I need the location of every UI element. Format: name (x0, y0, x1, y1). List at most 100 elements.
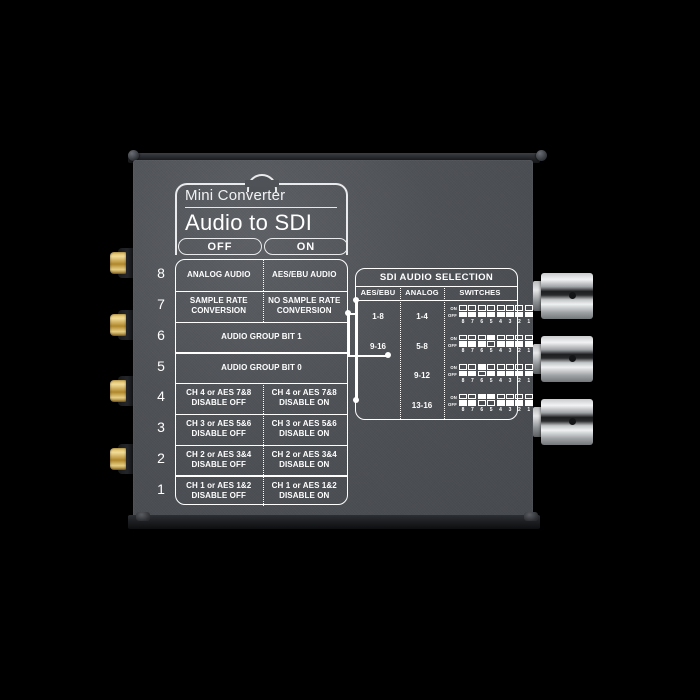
dip-switch-3-row-1[interactable]: 3 (505, 334, 514, 356)
dip-switch-2-row-0[interactable]: 2 (515, 305, 524, 326)
switch-row-2-divider (262, 444, 264, 476)
dip-seg-on (468, 393, 477, 400)
dip-switch-7-row-2[interactable]: 7 (468, 364, 477, 385)
switch-number-8: 8 (157, 265, 165, 282)
dip-switch-1-row-2[interactable]: 1 (524, 364, 533, 385)
dip-seg-off (515, 370, 524, 377)
dip-switch-5-row-2[interactable]: 5 (487, 364, 496, 385)
dip-switch-7-row-3[interactable]: 7 (468, 393, 477, 415)
dip-switch-number: 3 (508, 318, 512, 325)
switch-row-separator (176, 321, 347, 323)
dip-switch-2-row-3[interactable]: 2 (515, 393, 524, 415)
dip-switch-2-row-1[interactable]: 2 (515, 334, 524, 356)
dip-seg-off (459, 400, 467, 406)
dip-switch-7-row-0[interactable]: 7 (468, 305, 477, 326)
dip-seg-off (524, 370, 533, 377)
dip-seg-off (477, 400, 486, 406)
dip-seg-off (496, 311, 505, 318)
dip-switch-number: 5 (489, 407, 493, 414)
switch-row-8-off-label: ANALOG AUDIO (186, 270, 251, 280)
dip-switch-6-row-2[interactable]: 6 (477, 364, 486, 385)
dip-switch-number: 1 (527, 377, 531, 384)
sdi-col-header-analog: ANALOG (405, 288, 439, 297)
switch-row-8-divider (262, 260, 264, 291)
switch-number-6: 6 (157, 326, 165, 343)
switch-row-6: AUDIO GROUP BIT 1 (176, 322, 347, 353)
bnc-connector-3[interactable] (533, 399, 593, 445)
switch-row-5: AUDIO GROUP BIT 0 (176, 352, 347, 383)
dip-switch-1-row-1[interactable]: 1 (524, 334, 533, 356)
dip-seg-off (477, 311, 486, 318)
sdi-table-title: SDI AUDIO SELECTION (379, 272, 494, 283)
trace-sw5-h (348, 355, 388, 357)
dip-seg-off (505, 370, 514, 377)
brand-divider (185, 207, 337, 208)
dip-switch-number: 2 (517, 407, 521, 414)
dip-switch-3-row-2[interactable]: 3 (505, 364, 514, 385)
dip-switch-number: 8 (461, 318, 465, 325)
dip-seg-on (524, 364, 533, 370)
bottom-left-foot (136, 512, 150, 521)
dip-switch-5-row-0[interactable]: 5 (487, 305, 496, 326)
dip-seg-on (468, 305, 477, 311)
dip-switch-3-row-3[interactable]: 3 (505, 393, 514, 415)
dip-switch-5-row-1[interactable]: 5 (487, 334, 496, 356)
dip-seg-off (468, 311, 477, 318)
dip-switch-6-row-3[interactable]: 6 (477, 393, 486, 415)
switch-row-7-divider (262, 290, 264, 322)
dip-switch-8-row-1[interactable]: 8 (459, 334, 467, 356)
dip-switch-5-row-3[interactable]: 5 (487, 393, 496, 415)
dip-switch-6-row-0[interactable]: 6 (477, 305, 486, 326)
sdi-analog-value-3: 13-16 (411, 400, 433, 410)
dip-seg-on (515, 364, 524, 370)
dip-switch-3-row-0[interactable]: 3 (505, 305, 514, 326)
dip-switch-6-row-1[interactable]: 6 (477, 334, 486, 356)
sdi-aes-ebu-value-0: 1-8 (372, 312, 384, 321)
sdi-analog-value-0: 1-4 (416, 312, 428, 321)
dip-switch-4-row-2[interactable]: 4 (496, 364, 505, 385)
bnc-connector-1[interactable] (533, 273, 593, 319)
dip-switch-number: 1 (527, 318, 531, 325)
dip-switch-8-row-2[interactable]: 8 (459, 364, 467, 385)
dip-switch-7-row-1[interactable]: 7 (468, 334, 477, 356)
dip-switch-number: 2 (517, 348, 521, 355)
dip-switch-number: 3 (508, 407, 512, 414)
dip-seg-on (487, 393, 496, 400)
top-right-screw (536, 150, 547, 161)
dip-seg-on (505, 364, 514, 370)
dip-seg-off (515, 400, 524, 406)
sdi-col-header-switches: SWITCHES (459, 288, 501, 297)
dip-seg-off (487, 370, 496, 377)
dip-switch-4-row-0[interactable]: 4 (496, 305, 505, 326)
dip-switch-4-row-1[interactable]: 4 (496, 334, 505, 356)
dip-switch-2-row-2[interactable]: 2 (515, 364, 524, 385)
trace-col-dot-top (353, 297, 359, 303)
dip-seg-off (515, 341, 524, 347)
dip-seg-on (524, 393, 533, 400)
trace-col-v (356, 300, 358, 400)
dip-switch-8-row-3[interactable]: 8 (459, 393, 467, 415)
dip-seg-on (459, 364, 467, 370)
bnc-connector-2[interactable] (533, 336, 593, 382)
dip-switch-4-row-3[interactable]: 4 (496, 393, 505, 415)
sdi-divider-2 (444, 286, 445, 419)
dip-switch-1-row-0[interactable]: 1 (524, 305, 533, 326)
dip-switch-1-row-3[interactable]: 1 (524, 393, 533, 415)
dip-switch-8-row-0[interactable]: 8 (459, 305, 467, 326)
dip-switch-number: 4 (499, 318, 502, 325)
dip-seg-on (468, 364, 477, 370)
dip-seg-on (515, 393, 524, 400)
bottom-mounting-rail (128, 515, 540, 529)
dip-switch-number: 7 (471, 318, 474, 325)
dip-seg-off (524, 341, 533, 347)
